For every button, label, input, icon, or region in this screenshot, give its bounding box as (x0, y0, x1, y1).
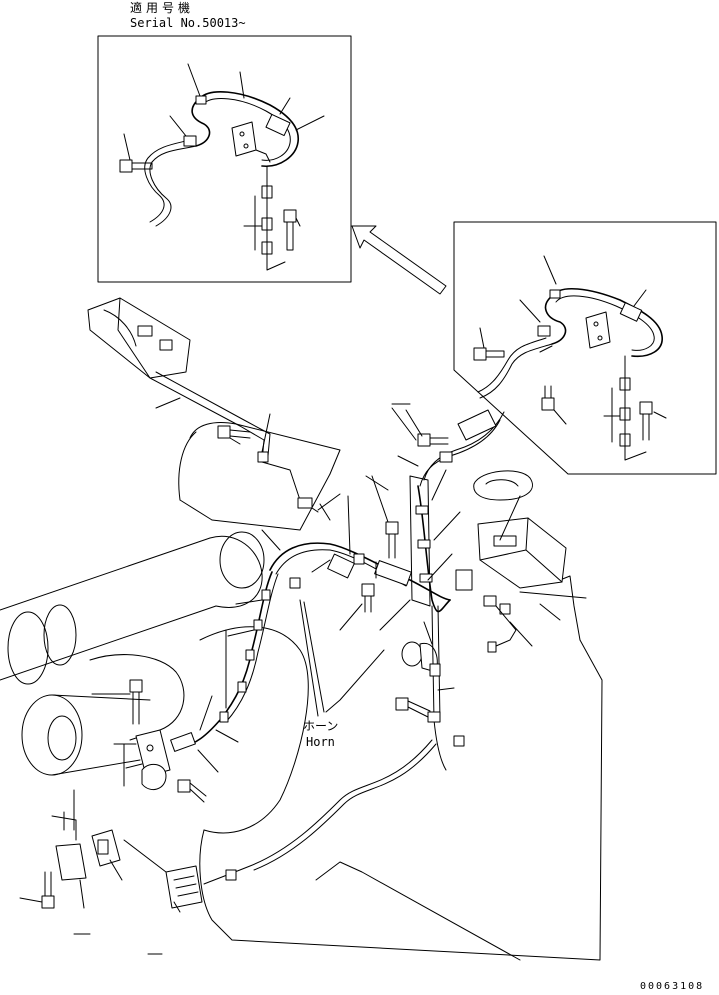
serial-number-label: Serial No.50013~ (130, 16, 246, 30)
arrow-icon (351, 225, 447, 295)
bolt-icon (541, 385, 555, 411)
drawing-number: 00063108 (640, 981, 705, 992)
connector-icon (165, 865, 203, 909)
inset-bracket-plate (231, 121, 271, 163)
bolt-icon (395, 697, 431, 718)
inset-serial-detail (97, 35, 352, 283)
relay-icon (477, 517, 567, 589)
bolt-icon (361, 583, 375, 613)
inset-standard-detail (453, 221, 717, 475)
bolt-icon (217, 425, 251, 439)
inset-frame (97, 35, 352, 283)
inset-relay-harness (611, 355, 647, 461)
bolt-icon (385, 521, 399, 559)
clamp-icon (135, 729, 171, 791)
dimension-lines (73, 403, 411, 831)
inset-harness (144, 91, 299, 227)
main-harness-right (419, 409, 505, 487)
inset-harness (477, 287, 663, 399)
bolt-icon (177, 779, 207, 803)
connector-icon (455, 569, 511, 653)
bolt-icon (119, 159, 153, 173)
clamp-icon (219, 589, 271, 723)
bolt-icon (41, 871, 55, 909)
serial-label-jp: 適用号機 (130, 1, 195, 15)
inset-relay-harness (254, 165, 286, 271)
lift-cylinder (0, 531, 265, 685)
harness-column (409, 475, 451, 613)
leader-lines (19, 397, 587, 955)
bolt-icon (129, 679, 143, 725)
relay-icon (91, 829, 121, 867)
horn-label-jp: ホーン (303, 719, 339, 733)
bolt-icon (417, 433, 449, 447)
axle-assembly (21, 654, 185, 776)
upper-bracket-box (87, 297, 191, 379)
tank-cap (473, 470, 533, 501)
inset-bracket-plate (585, 311, 611, 349)
connector-icon (170, 732, 196, 752)
bolt-icon (473, 347, 505, 361)
bolt-icon (639, 401, 653, 441)
main-harness-upper (149, 371, 331, 521)
horn-label-en: Horn (306, 735, 335, 749)
rear-harness (203, 605, 465, 885)
clamp-icon (51, 815, 87, 881)
bolt-icon (283, 209, 297, 251)
